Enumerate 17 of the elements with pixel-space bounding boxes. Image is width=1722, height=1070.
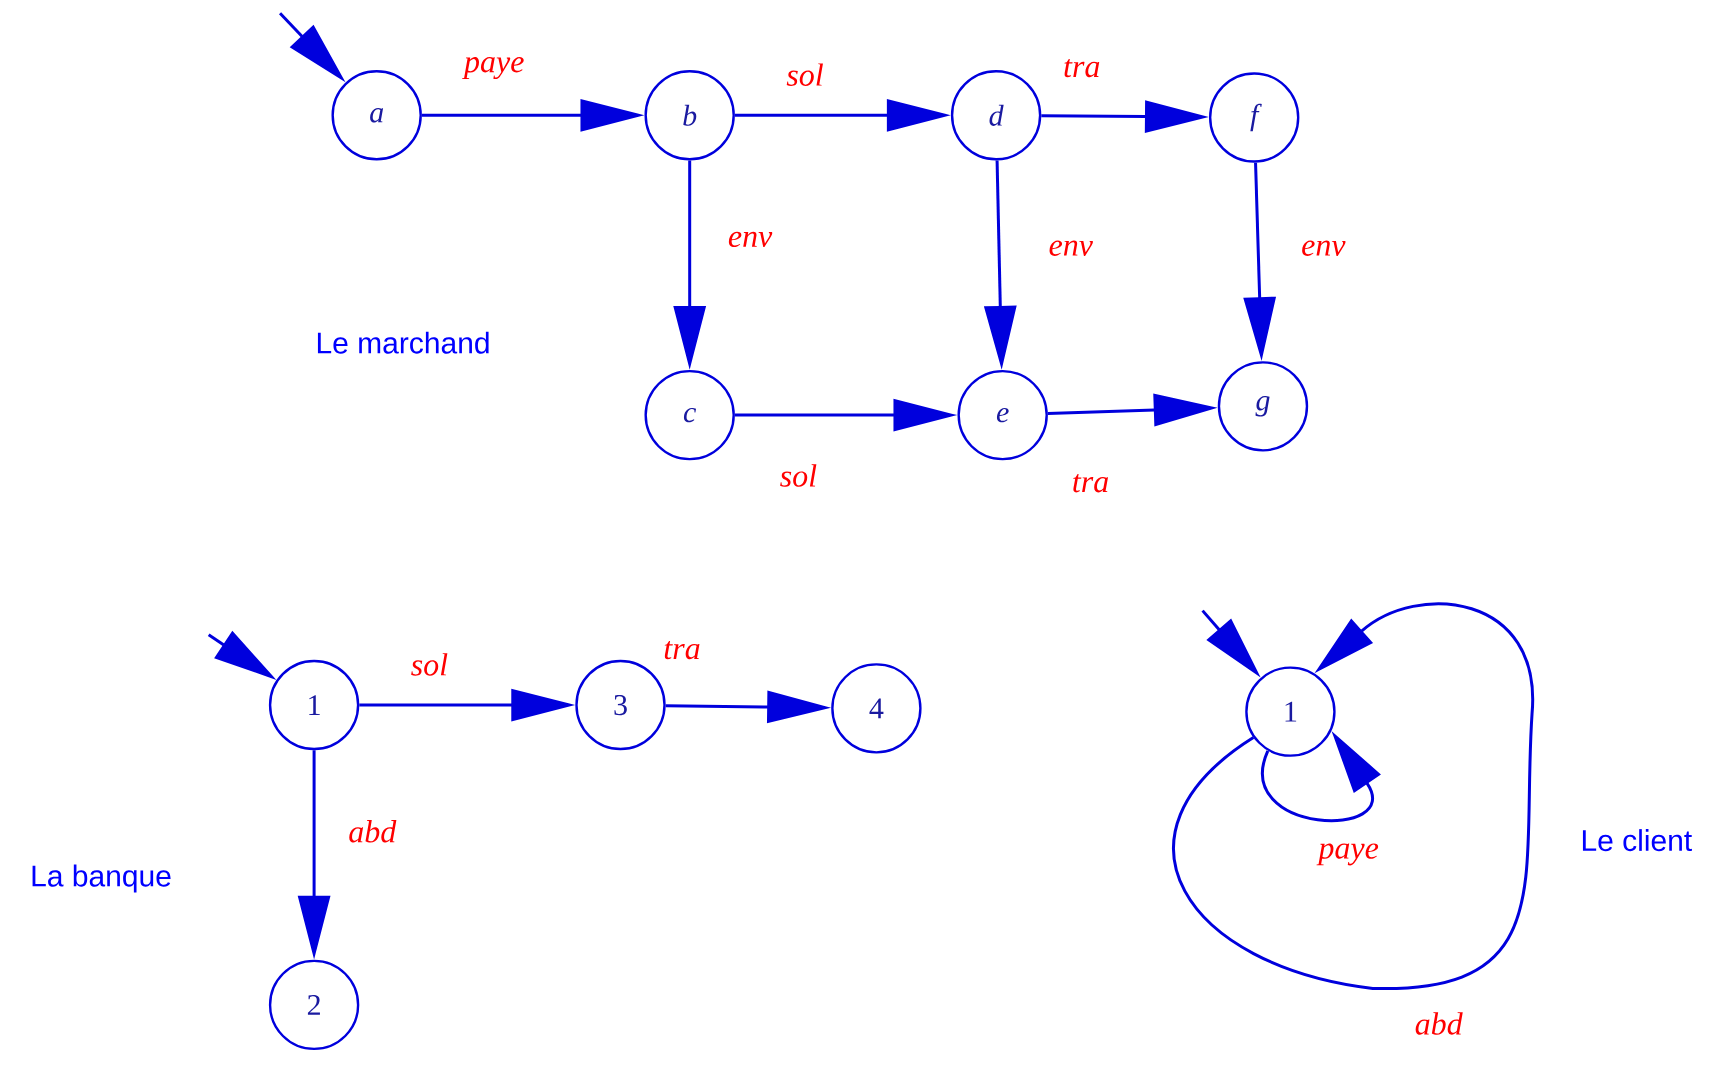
edge-label: env bbox=[1047, 239, 1094, 258]
edge-label: tra bbox=[662, 640, 702, 661]
edge-label: env bbox=[726, 230, 774, 249]
edge-label: sol bbox=[785, 62, 825, 88]
group-label: Le marchand bbox=[317, 331, 489, 354]
edge-label: sol bbox=[778, 463, 819, 488]
edge-label: abd bbox=[1413, 1011, 1464, 1036]
edge-label: abd bbox=[347, 819, 398, 844]
edge-label: env bbox=[1300, 239, 1347, 258]
edge-label: paye bbox=[462, 56, 526, 81]
edge-label: sol bbox=[409, 652, 450, 677]
edge-label: paye bbox=[1316, 842, 1380, 867]
group-label: Le client bbox=[1582, 829, 1692, 852]
edge-label: tra bbox=[1070, 473, 1111, 494]
arrow bbox=[1172, 602, 1534, 991]
group-label: La banque bbox=[32, 864, 171, 893]
edge-label: tra bbox=[1062, 58, 1102, 79]
